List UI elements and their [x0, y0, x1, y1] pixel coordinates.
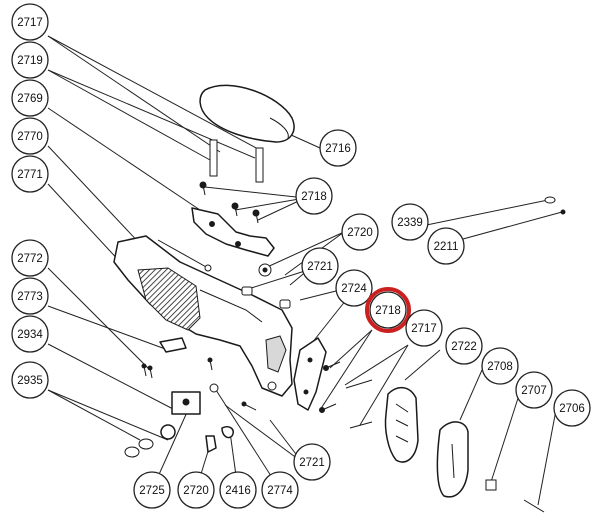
callout-circle — [405, 309, 443, 347]
callout-circle — [445, 327, 483, 365]
callout-circle — [427, 227, 465, 265]
callout-label: 2725 — [139, 485, 165, 497]
callout-2725: 2725 — [133, 471, 171, 509]
callout-circle — [341, 213, 379, 251]
callout-2211: 2211 — [427, 227, 465, 265]
callout-label: 2718 — [301, 191, 327, 203]
spacer-part — [384, 386, 419, 463]
callout-label: 2774 — [267, 485, 293, 497]
callout-2719: 2719 — [11, 41, 49, 79]
pin-part — [209, 139, 218, 177]
callout-label: 2721 — [299, 457, 325, 469]
callout-2339: 2339 — [391, 203, 429, 241]
callout-circle — [515, 371, 553, 409]
side-plate-part — [293, 337, 327, 411]
callout-2769: 2769 — [11, 79, 49, 117]
callout-circle — [133, 471, 171, 509]
nut-part — [485, 479, 497, 491]
callout-label: 2722 — [451, 341, 477, 353]
callout-2724: 2724 — [335, 269, 373, 307]
callout-circle — [295, 177, 333, 215]
callout-label: 2934 — [17, 329, 43, 341]
callout-label: 2707 — [521, 385, 547, 397]
callout-2720: 2720 — [341, 213, 379, 251]
washer-part — [544, 196, 556, 204]
callout-2774: 2774 — [261, 471, 299, 509]
cheek-rest-part — [199, 84, 295, 143]
callout-label: 2770 — [17, 131, 43, 143]
callout-circle — [319, 129, 357, 167]
callout-2935: 2935 — [11, 361, 49, 399]
callout-label: 2724 — [341, 283, 367, 295]
callout-label: 2708 — [487, 361, 513, 373]
callout-label: 2720 — [183, 485, 209, 497]
callout-label: 2772 — [17, 253, 43, 265]
callout-label: 2771 — [17, 169, 43, 181]
callout-2934: 2934 — [11, 315, 49, 353]
callout-2717: 2717 — [405, 309, 443, 347]
callout-2770: 2770 — [11, 117, 49, 155]
callout-2707: 2707 — [515, 371, 553, 409]
callout-circle — [11, 117, 49, 155]
callout-2771: 2771 — [11, 155, 49, 193]
callout-label: 2720 — [347, 227, 373, 239]
screw-part — [199, 181, 260, 224]
callout-circle — [391, 203, 429, 241]
callout-circle — [301, 247, 339, 285]
callout-circle — [11, 155, 49, 193]
callout-circle — [261, 471, 299, 509]
callout-2772: 2772 — [11, 239, 49, 277]
screw-part — [523, 499, 545, 513]
parts — [113, 84, 566, 513]
callout-circle — [335, 269, 373, 307]
callout-2708: 2708 — [481, 347, 519, 385]
callout-circle — [369, 291, 407, 329]
callout-label: 2935 — [17, 375, 43, 387]
callout-circle — [11, 361, 49, 399]
callout-label: 2717 — [411, 323, 437, 335]
callout-circle — [11, 3, 49, 41]
callout-2720: 2720 — [177, 471, 215, 509]
callout-circle — [293, 443, 331, 481]
callout-2416: 2416 — [219, 471, 257, 509]
callout-label: 2718 — [375, 305, 401, 317]
gear-part — [160, 424, 176, 440]
callout-2718: 2718 — [295, 177, 333, 215]
callout-label: 2721 — [307, 261, 333, 273]
callout-2773: 2773 — [11, 277, 49, 315]
callout-label: 2416 — [225, 485, 251, 497]
callout-circle — [11, 41, 49, 79]
highlight-ring — [365, 287, 411, 333]
callout-circle — [481, 347, 519, 385]
callout-circle — [11, 239, 49, 277]
callout-2721: 2721 — [293, 443, 331, 481]
callout-label: 2769 — [17, 93, 43, 105]
pin-part — [255, 147, 264, 183]
callout-2716: 2716 — [319, 129, 357, 167]
bracket-part — [191, 207, 275, 257]
callout-label: 2719 — [17, 55, 43, 67]
grip-texture — [137, 267, 201, 331]
callout-label: 2706 — [559, 403, 585, 415]
callout-2721: 2721 — [301, 247, 339, 285]
callout-2718: 2718 — [365, 287, 411, 333]
callout-2722: 2722 — [445, 327, 483, 365]
callout-label: 2339 — [397, 217, 423, 229]
callout-circle — [219, 471, 257, 509]
callout-label: 2211 — [434, 241, 459, 253]
callout-label: 2773 — [17, 291, 43, 303]
callout-circle — [553, 389, 591, 427]
callout-circle — [11, 79, 49, 117]
callout-2706: 2706 — [553, 389, 591, 427]
callout-circle — [177, 471, 215, 509]
callout-label: 2716 — [325, 143, 351, 155]
callout-circle — [11, 315, 49, 353]
callout-circle — [11, 277, 49, 315]
callout-2717: 2717 — [11, 3, 49, 41]
stock-body-part — [113, 235, 293, 397]
callout-label: 2717 — [17, 17, 43, 29]
callout-layer: 2717 2719 2769 2770 2771 2772 2773 2934 2935 2716… — [11, 3, 591, 509]
